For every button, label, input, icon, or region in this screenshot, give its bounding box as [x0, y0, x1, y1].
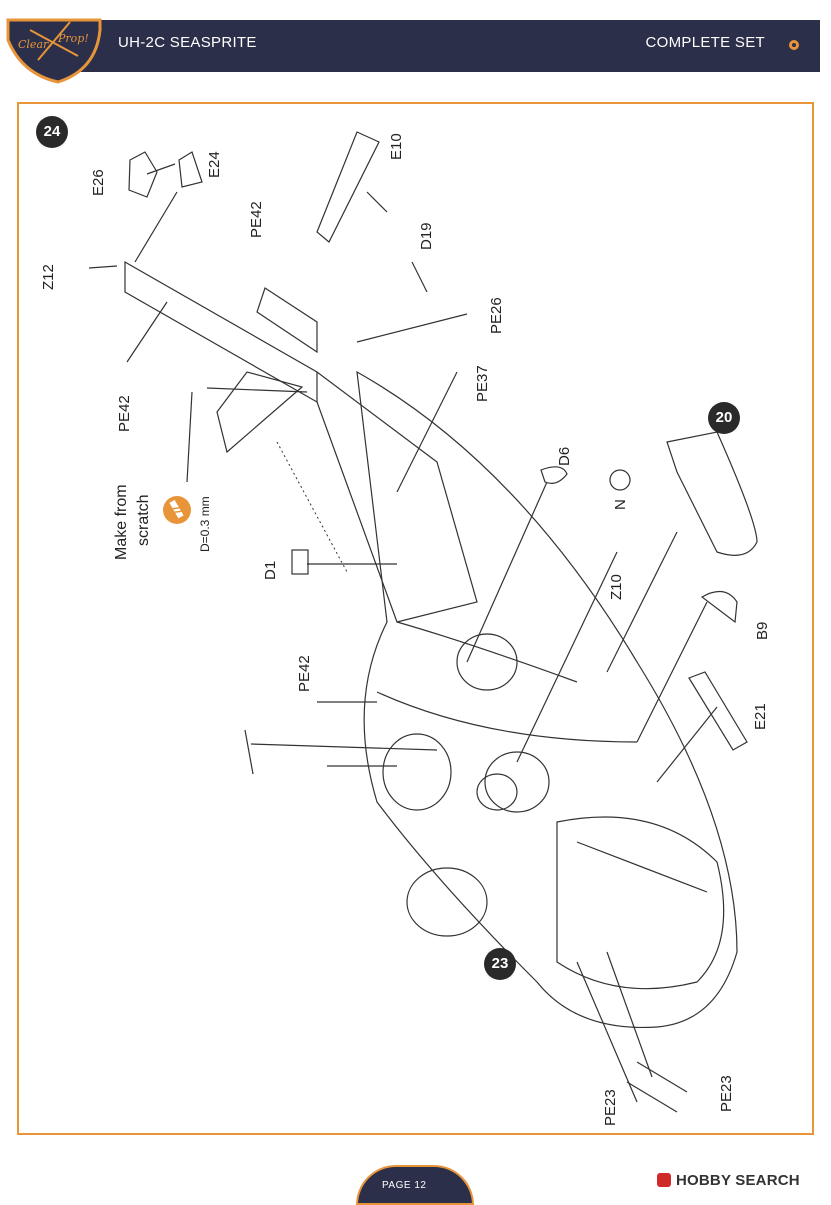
step-badge-ref-a: 20 [708, 402, 740, 434]
step-badge-ref-b: 23 [484, 948, 516, 980]
svg-text:Prop!: Prop! [57, 32, 89, 45]
watermark: HOBBY SEARCH [676, 1172, 800, 1189]
part-label-n: N [612, 499, 629, 510]
part-label-pe23-right: PE23 [718, 1075, 735, 1112]
part-label-d1: D1 [262, 560, 279, 580]
brand-logo: Clear Prop! [0, 0, 110, 92]
step-badge-main: 24 [36, 116, 68, 148]
ring-icon [789, 40, 799, 50]
page-number: PAGE 12 [382, 1180, 427, 1191]
drill-diameter: D=0.3 mm [198, 496, 212, 552]
part-label-e10: E10 [388, 133, 405, 160]
part-label-pe23-left: PE23 [602, 1089, 619, 1126]
part-label-z12: Z12 [40, 264, 57, 290]
part-label-pe26: PE26 [488, 297, 505, 334]
svg-text:Clear: Clear [18, 38, 49, 51]
hobby-search-icon [657, 1173, 671, 1187]
part-label-e21: E21 [752, 703, 769, 730]
part-label-pe42-left: PE42 [116, 395, 133, 432]
scratch-note-line1: Make from [113, 484, 130, 560]
part-label-d19: D19 [418, 222, 435, 250]
part-label-pe37: PE37 [474, 365, 491, 402]
assembly-drawing [88, 131, 758, 1113]
part-label-e24: E24 [206, 151, 223, 178]
page-header: Clear Prop! UH-2C SEASPRITE COMPLETE SET [0, 0, 831, 92]
part-label-pe42-top: PE42 [248, 201, 265, 238]
instruction-frame [17, 102, 814, 1135]
header-bar [40, 20, 820, 72]
part-label-z10: Z10 [608, 574, 625, 600]
part-label-b9: B9 [754, 621, 771, 640]
part-label-d6: D6 [556, 446, 573, 466]
part-label-pe42-mid: PE42 [296, 655, 313, 692]
set-label: COMPLETE SET [645, 34, 765, 51]
drill-icon [163, 496, 191, 524]
scratch-note-line2: scratch [135, 494, 152, 546]
model-title: UH-2C SEASPRITE [118, 34, 257, 51]
part-label-e26: E26 [90, 169, 107, 196]
